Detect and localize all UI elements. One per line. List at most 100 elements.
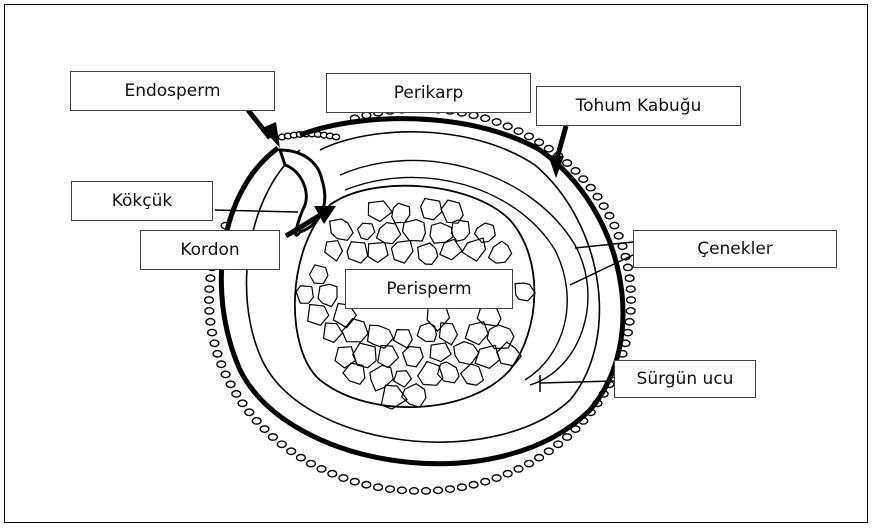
seed-coat-bead [362,482,371,488]
perisperm-cell [421,199,442,220]
seed-coat-bead [213,351,222,357]
seed-coat-bead [610,222,619,228]
leader-cenekler-2 [570,255,633,285]
seed-coat-bead [339,475,348,481]
label-perisperm: Perisperm [345,269,513,309]
seed-coat-bead [563,434,572,440]
seed-coat-bead [503,123,512,129]
seed-coat-bead [481,115,490,121]
seed-coat-bead [317,466,326,472]
perisperm-cell [403,220,426,241]
label-perikarp: Perikarp [326,73,531,113]
perisperm-cell [402,384,426,408]
perisperm-cell [461,364,484,385]
seed-coat-bead [362,112,371,118]
seed-coat-bead [579,176,588,182]
seed-coat-bead [469,112,478,118]
seed-coat-bead [398,487,407,493]
seed-coat-bead [307,460,316,466]
seed-coat-bead [260,426,269,432]
perisperm-cell [318,284,337,306]
seed-coat-bead [625,275,634,281]
seed-coat-bead [269,434,278,440]
perisperm-cell [462,238,486,261]
perisperm-cell [308,305,329,326]
perisperm-cell [465,322,488,345]
seed-coat-bead [492,119,501,125]
seed-coat-bead [205,286,214,292]
seed-coat-bead [586,185,595,191]
seed-coat-bead [205,308,214,314]
perisperm-cell [417,323,436,342]
seed-coat-bead [599,203,608,209]
seed-coat-bead [544,146,553,152]
perisperm-cell [418,243,438,264]
seed-coat-bead [226,381,235,387]
perisperm-cell [347,242,368,263]
seed-coat-bead [626,308,635,314]
seed-coat-bead [350,479,359,485]
seed-coat-bead [503,471,512,477]
seed-coat-bead [624,264,633,270]
perisperm-cell [392,203,410,222]
seed-coat-bead [446,486,455,492]
perisperm-cell [342,319,368,342]
seed-coat-bead [328,471,337,477]
label-kordon: Kordon [140,230,280,270]
perisperm-cell [377,223,401,244]
seed-coat-bead [210,340,219,346]
seed-coat-bead [554,441,563,447]
label-surgun-ucu: Sürgün ucu [614,360,756,398]
seed-coat-bead [217,361,226,367]
seed-coat-bead [206,275,215,281]
seed-coat-bead [514,466,523,472]
label-kokcuk: Kökçük [71,181,213,221]
seed-coat-bead [492,475,501,481]
seed-coat-bead [410,488,419,494]
seed-coat-bead [386,486,395,492]
label-endosperm: Endosperm [70,71,275,111]
leader-kokcuk [215,210,298,212]
perisperm-cell [394,371,412,387]
seed-coat-bead [422,488,431,494]
perisperm-cell [430,343,451,362]
seed-coat-bead [434,487,443,493]
perisperm-cell [378,346,399,368]
perisperm-cell [330,219,353,240]
seed-coat-bead [297,455,306,461]
seed-coat-bead [206,319,215,325]
seed-coat-bead [563,160,572,166]
perisperm-cell [310,265,328,284]
label-cenekler: Çenekler [633,230,837,268]
seed-coat-bead [481,479,490,485]
perisperm-cell [475,345,500,368]
seed-coat-bead [252,418,261,424]
perisperm-cell [335,347,356,368]
perisperm-cell [325,241,343,261]
seed-coat-bead [525,460,534,466]
arrow-endosperm [248,110,280,148]
perisperm-cell [418,362,443,386]
perisperm-cell [430,223,453,244]
seed-coat-bead [514,128,523,134]
seed-coat-bead [593,194,602,200]
seed-coat-bead [458,484,467,490]
seed-coat-bead [332,134,339,140]
seed-coat-bead [605,213,614,219]
perisperm-cell [489,241,512,263]
seed-coat-bead [238,400,247,406]
perisperm-cell [324,323,343,342]
seed-coat-bead [544,448,553,454]
seed-coat-bead [627,297,636,303]
seed-coat-bead [277,441,286,447]
perisperm-cell [393,330,412,348]
seed-coat-bead [245,409,254,415]
seed-coat-bead [469,482,478,488]
seed-coat-bead [624,329,633,335]
radicle-body [280,150,325,235]
perisperm-cell [454,342,479,365]
seed-coat-bead [287,448,296,454]
leader-surgun-ucu [540,381,614,383]
seed-coat-bead [535,139,544,145]
seed-coat-bead [614,233,623,239]
